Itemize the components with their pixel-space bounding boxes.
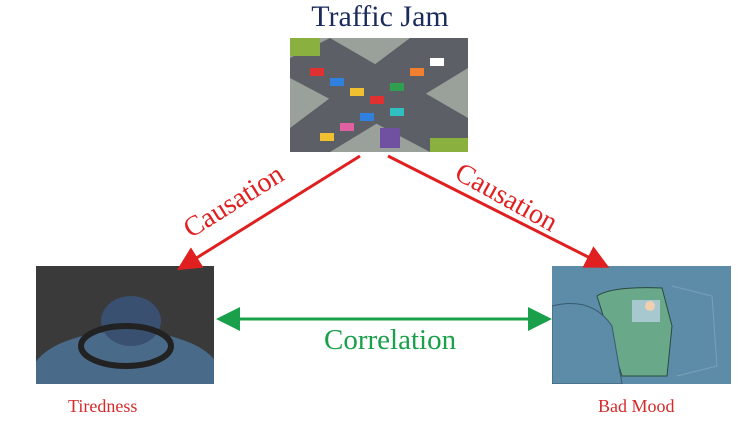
correlation-label: Correlation — [324, 324, 457, 356]
bad-mood-image — [552, 266, 731, 384]
traffic-jam-image — [290, 38, 468, 152]
tiredness-image — [36, 266, 214, 384]
bad-mood-label: Bad Mood — [598, 396, 675, 416]
tiredness-label: Tiredness — [68, 396, 138, 416]
title: Traffic Jam — [311, 0, 449, 33]
causation-arrow-left — [176, 154, 361, 271]
causation-arrow-right — [387, 154, 610, 268]
